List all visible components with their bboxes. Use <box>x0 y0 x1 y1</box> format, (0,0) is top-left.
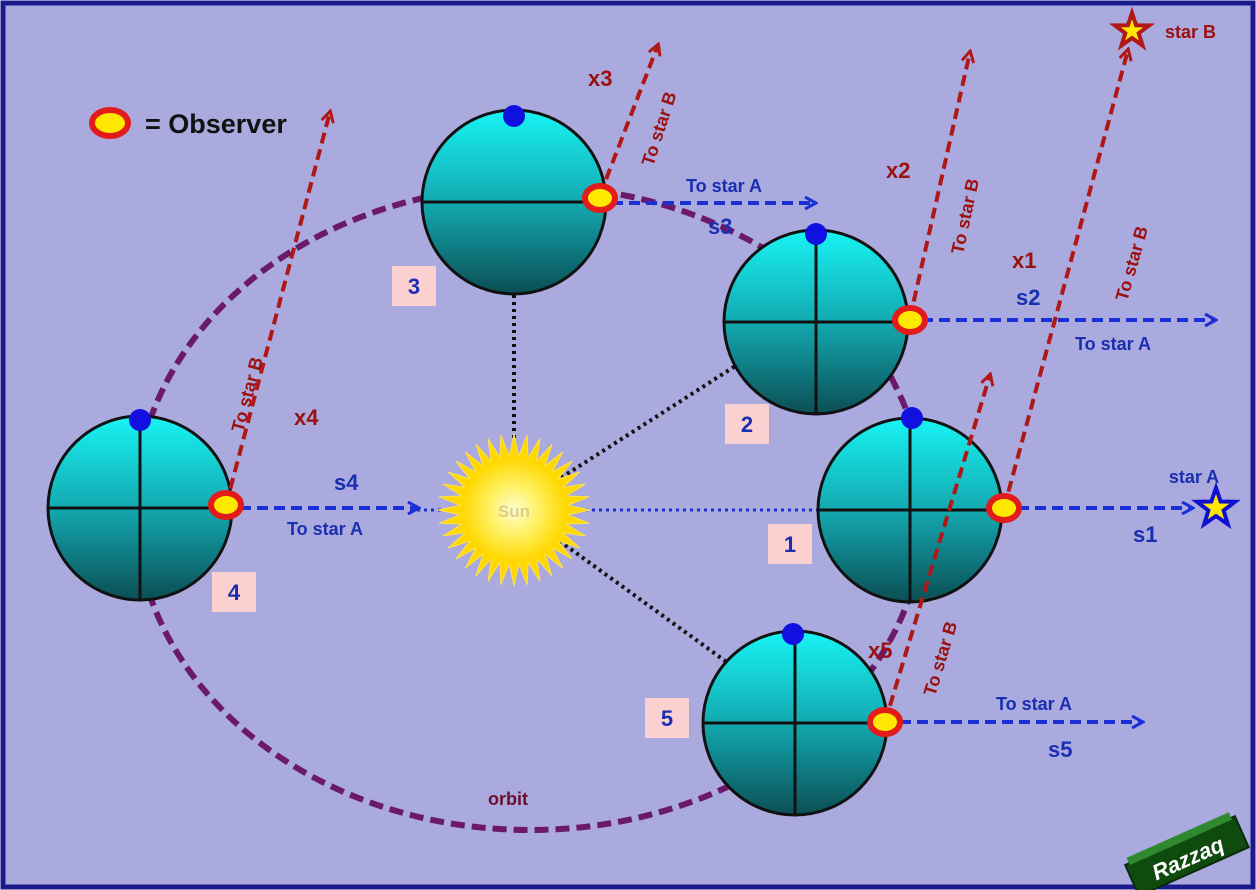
north-pole-dot <box>129 409 151 431</box>
earth-position-1 <box>816 407 1004 604</box>
s5-label: s5 <box>1048 737 1072 762</box>
star-a-icon: star A <box>1169 467 1241 530</box>
observer-marker <box>208 490 244 520</box>
star-b-arrows <box>224 45 1128 723</box>
s4-label: s4 <box>334 470 359 495</box>
star-b-icon: star B <box>1108 6 1216 51</box>
legend: = Observer <box>89 107 287 139</box>
x1-label: x1 <box>1012 248 1036 273</box>
north-pole-dot <box>901 407 923 429</box>
observers <box>208 183 1022 737</box>
north-pole-dot <box>805 223 827 245</box>
earth-position-4 <box>46 409 234 602</box>
star-a-label: star A <box>1169 467 1219 487</box>
north-pole-dot <box>782 623 804 645</box>
to-star-a-label: To star A <box>1075 334 1151 354</box>
observer-marker <box>582 183 618 213</box>
sun-label: Sun <box>498 502 530 521</box>
observer-marker <box>892 305 928 335</box>
north-pole-dot <box>503 105 525 127</box>
s2-label: s2 <box>1016 285 1040 310</box>
earth-position-3 <box>420 105 608 296</box>
sun: Sun <box>437 433 591 587</box>
position-labels: 3 2 1 4 5 <box>212 266 812 738</box>
observer-legend-icon <box>89 107 131 139</box>
observer-marker <box>986 493 1022 523</box>
position-number-2: 2 <box>741 412 753 437</box>
x4-label: x4 <box>294 405 319 430</box>
to-star-a-label: To star A <box>996 694 1072 714</box>
to-star-a-label: To star A <box>686 176 762 196</box>
star-b-label: star B <box>1165 22 1216 42</box>
legend-observer-label: = Observer <box>145 109 287 139</box>
position-number-1: 1 <box>784 532 796 557</box>
orbit-label: orbit <box>488 789 528 809</box>
x2-label: x2 <box>886 158 910 183</box>
observer-marker <box>867 707 903 737</box>
to-star-a-label: To star A <box>287 519 363 539</box>
position-number-5: 5 <box>661 706 673 731</box>
position-number-3: 3 <box>408 274 420 299</box>
earth-position-2 <box>722 223 910 416</box>
x5-label: x5 <box>868 638 892 663</box>
x3-label: x3 <box>588 66 612 91</box>
s3-label: s3 <box>708 214 732 239</box>
s1-label: s1 <box>1133 522 1157 547</box>
star-a-arrows <box>240 203 1215 722</box>
position-number-4: 4 <box>228 580 241 605</box>
